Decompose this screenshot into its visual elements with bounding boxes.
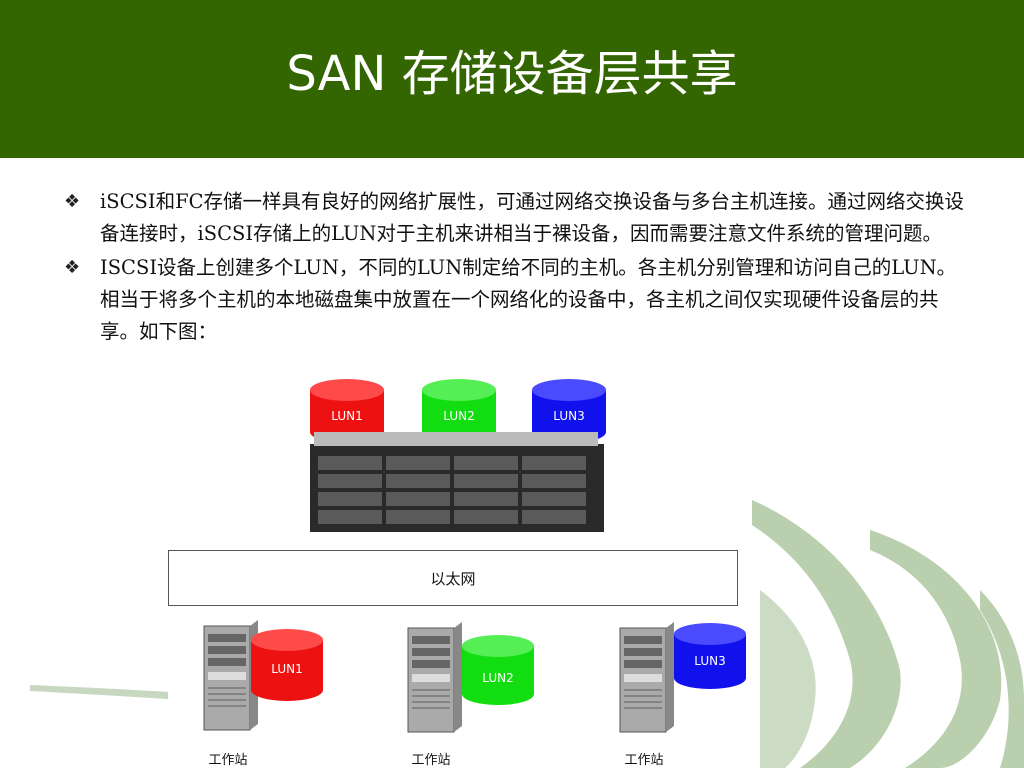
storage-array [310, 432, 604, 532]
workstation-2-lun-label: LUN2 [482, 671, 513, 685]
workstation-3 [619, 622, 674, 733]
san-diagram-graphics: LUN1 LUN2 LUN3 [203, 379, 746, 768]
ethernet-label: 以太网 [430, 569, 476, 588]
workstation-3-lun: LUN3 [674, 623, 746, 689]
storage-lun-1-label: LUN1 [331, 409, 362, 423]
workstation-1-lun-label: LUN1 [271, 662, 302, 676]
bullet-text: ISCSI设备上创建多个LUN，不同的LUN制定给不同的主机。各主机分别管理和访… [100, 256, 957, 343]
workstation-1 [203, 620, 258, 731]
workstation-3-lun-label: LUN3 [694, 654, 725, 668]
storage-lun-3: LUN3 [532, 379, 606, 443]
workstation-2-lun: LUN2 [462, 635, 534, 705]
san-diagram: LUN1 LUN2 LUN3 [168, 372, 752, 768]
storage-lun-2-label: LUN2 [443, 409, 474, 423]
workstation-2 [407, 622, 462, 733]
bullet-item: ❖ iSCSI和FC存储一样具有良好的网络扩展性，可通过网络交换设备与多台主机连… [60, 186, 970, 250]
bullet-item: ❖ ISCSI设备上创建多个LUN，不同的LUN制定给不同的主机。各主机分别管理… [60, 252, 970, 348]
title-bar: SAN 存储设备层共享 [0, 0, 1024, 158]
storage-lun-2: LUN2 [422, 379, 496, 443]
bullet-text: iSCSI和FC存储一样具有良好的网络扩展性，可通过网络交换设备与多台主机连接。… [100, 190, 965, 245]
workstation-3-label: 工作站 [624, 753, 663, 768]
storage-lun-1: LUN1 [310, 379, 384, 443]
bullet-list: ❖ iSCSI和FC存储一样具有良好的网络扩展性，可通过网络交换设备与多台主机连… [60, 186, 970, 350]
ethernet-network-box: 以太网 [168, 550, 738, 606]
diamond-bullet-icon: ❖ [64, 257, 81, 278]
workstation-1-lun: LUN1 [251, 629, 323, 701]
slide-title: SAN 存储设备层共享 [286, 46, 738, 102]
workstation-2-label: 工作站 [411, 753, 450, 768]
diamond-bullet-icon: ❖ [64, 191, 81, 212]
workstation-1-label: 工作站 [208, 753, 247, 768]
storage-lun-3-label: LUN3 [553, 409, 584, 423]
